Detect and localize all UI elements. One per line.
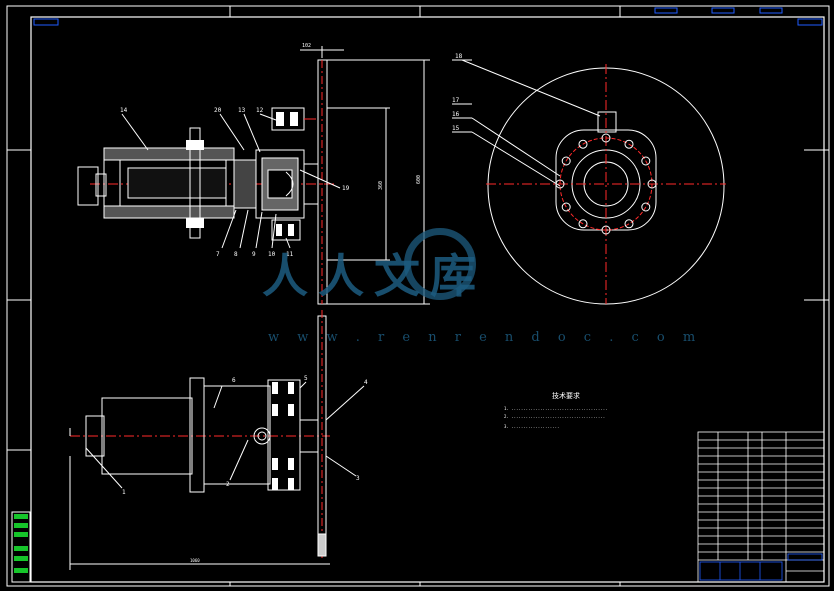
svg-text:20: 20 (214, 107, 222, 114)
sheet-frame (6, 5, 830, 587)
svg-text:17: 17 (452, 97, 460, 104)
svg-text:18: 18 (455, 53, 463, 60)
bolt-hole (601, 133, 611, 143)
svg-text:14: 14 (120, 107, 128, 114)
bom-rows (698, 439, 824, 561)
svg-text:360: 360 (378, 181, 384, 190)
title-block (697, 431, 825, 583)
frame-edge-ticks (654, 7, 783, 14)
corner-tags (33, 18, 823, 26)
bolt-hole (561, 202, 571, 212)
svg-text:16: 16 (452, 111, 460, 118)
bolt-hole (641, 156, 651, 166)
svg-text:1. ...........................: 1. .....................................… (504, 406, 608, 411)
bolt-hole (641, 202, 651, 212)
svg-text:1060: 1060 (190, 558, 200, 563)
svg-text:10: 10 (268, 251, 276, 258)
bolt-hole (561, 156, 571, 166)
bolt-circle-holes (555, 133, 657, 235)
svg-text:19: 19 (342, 185, 350, 192)
front-bolts (272, 382, 294, 490)
sectional-view: 600 360 102 (77, 43, 430, 305)
front-view (69, 310, 330, 570)
watermark-url: w w w . r e n r e n d o c . c o m (268, 330, 703, 345)
svg-text:600: 600 (416, 175, 422, 184)
svg-text:2: 2 (226, 481, 230, 488)
svg-text:1: 1 (122, 489, 126, 496)
svg-text:9: 9 (252, 251, 256, 258)
disc-side-view (486, 64, 726, 305)
bolt-hole (647, 179, 657, 189)
svg-text:7: 7 (216, 251, 220, 258)
side-view-balloons: 18 17 16 15 (452, 53, 601, 187)
bolt-hole (624, 219, 634, 229)
svg-text:8: 8 (234, 251, 238, 258)
svg-text:4: 4 (364, 379, 368, 386)
svg-text:2. ...........................: 2. .....................................… (504, 414, 605, 419)
svg-text:3: 3 (356, 475, 360, 482)
watermark-logo-icon (404, 228, 476, 300)
technical-notes: 1. .....................................… (504, 406, 608, 429)
svg-text:6: 6 (232, 377, 236, 384)
svg-text:15: 15 (452, 125, 460, 132)
notes-title: 技术要求 (552, 391, 580, 400)
front-view-balloons: 6 5 4 1 2 3 1060 (85, 375, 368, 563)
bolt-hole (578, 139, 588, 149)
svg-text:12: 12 (256, 107, 264, 114)
svg-text:5: 5 (304, 375, 308, 382)
sectional-balloons: 14 20 13 12 7 8 9 10 11 19 (120, 107, 350, 258)
watermark-brand: 人人文库 (262, 249, 486, 303)
svg-text:3. ....................: 3. .................... (504, 424, 559, 429)
revision-stack (11, 511, 31, 583)
svg-text:13: 13 (238, 107, 246, 114)
bolt-hole (624, 139, 634, 149)
svg-text:11: 11 (286, 251, 294, 258)
bolt-hole (578, 219, 588, 229)
svg-text:102: 102 (302, 43, 311, 49)
bolt-hole (601, 225, 611, 235)
